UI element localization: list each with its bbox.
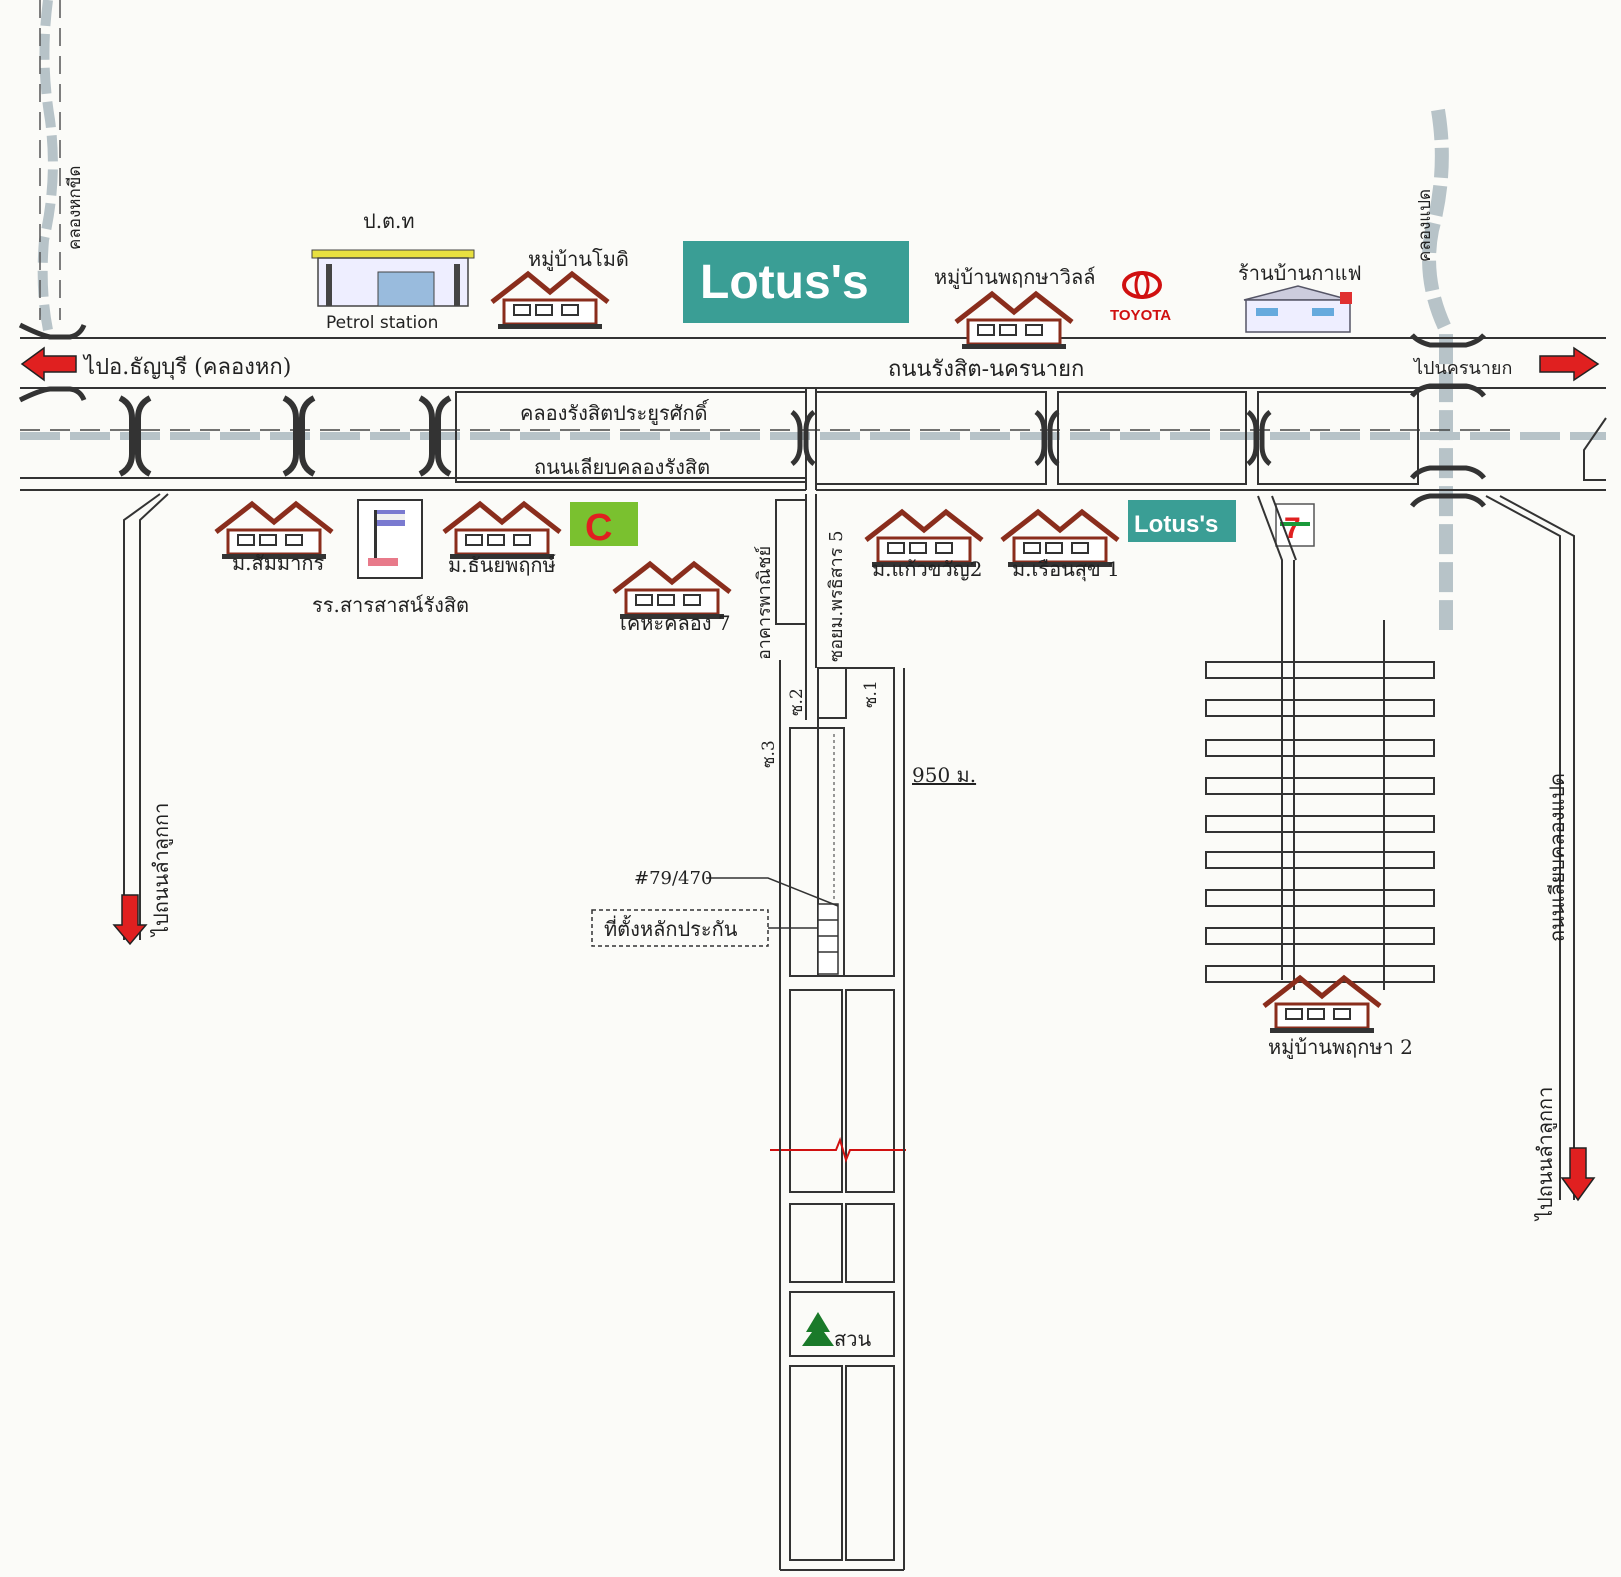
- svg-text:7: 7: [1284, 512, 1301, 545]
- v-thanya-label: ม.ธันยพฤกษ์: [448, 553, 556, 577]
- petrol-station-icon: [311, 249, 475, 307]
- tree-icon: [802, 1312, 834, 1346]
- distance-label: 950 ม.: [912, 763, 976, 787]
- main-road-label: ถนนรังสิต-นครนายก: [888, 357, 1084, 382]
- svg-text:Lotus's: Lotus's: [1134, 511, 1218, 538]
- coffee-shop-label: ร้านบ้านกาแฟ: [1238, 261, 1362, 285]
- soi-main-label: ซอยม.พรธิสาร 5: [826, 530, 847, 662]
- to-lamlukka-right-label: ไปถนนลำลูกกา: [1533, 1087, 1558, 1222]
- to-nakhonnayok-label: ไปนครนายก: [1412, 357, 1512, 379]
- coffee-shop-icon: [1243, 285, 1352, 333]
- side-road-label: ถนนเลียบคลองรังสิต: [534, 455, 710, 479]
- petrol-top-label: ป.ต.ท: [363, 209, 415, 233]
- soi3-label: ซ.3: [759, 740, 779, 768]
- lotus-big-logo: Lotus's: [683, 241, 909, 323]
- village-modi-house-icon: [492, 274, 608, 329]
- v-thanya-house-icon: [444, 504, 560, 559]
- v-kaewkwan-label: ม.แก้วขวัญ2: [872, 557, 982, 581]
- commercial-bldg-label: อาคารพาณิชย์: [754, 546, 775, 660]
- kheha-label: เคหะคลอง 7: [620, 611, 731, 635]
- v-pruksa2-house-icon: [1264, 978, 1380, 1033]
- village-modi-label: หมู่บ้านโมดิ: [528, 247, 629, 272]
- school-icon: [357, 499, 423, 579]
- arrow-left-thanyaburi: [20, 346, 77, 382]
- svg-text:Lotus's: Lotus's: [700, 256, 869, 309]
- canal-left: [37, 0, 58, 331]
- lotus-small-logo: Lotus's: [1128, 500, 1236, 542]
- petrol-bottom-label: Petrol station: [326, 313, 438, 333]
- commercial-building: [775, 499, 807, 625]
- to-thanyaburi-label: ไปอ.ธัญบุรี (คลองหก): [82, 354, 291, 380]
- svg-text:TOYOTA: TOYOTA: [1110, 307, 1171, 324]
- v-rueansuk-label: ม.เรือนสุข 1: [1012, 557, 1120, 582]
- collateral-label: ที่ตั้งหลักประกัน: [604, 915, 738, 941]
- bridge-right-canal: [1410, 465, 1486, 508]
- village-pruksa-ville-house-icon: [956, 294, 1072, 349]
- arrow-right-nakhonnayok: [1539, 346, 1600, 382]
- arrow-down-lamlukka-left: [112, 894, 148, 946]
- park-label: สวน: [834, 1327, 871, 1351]
- canal-right: [1422, 108, 1453, 630]
- collateral-marker: [817, 734, 839, 975]
- road-khlong8-label: ถนนเลียบคลองแปด: [1545, 773, 1569, 942]
- v-pruksa2-label: หมู่บ้านพฤกษา 2: [1268, 1035, 1413, 1060]
- school-label: รร.สารสาสน์รังสิต: [312, 593, 469, 617]
- seven-eleven-logo: 7: [1275, 503, 1315, 547]
- svg-text:C: C: [585, 507, 612, 549]
- bigc-logo: C: [570, 502, 638, 549]
- soi2-label: ซ.2: [787, 688, 807, 716]
- arrow-down-lamlukka-right: [1560, 1147, 1596, 1202]
- canal-left-label: คลองหกขีด: [65, 166, 85, 250]
- bridge-left-main: [18, 322, 87, 403]
- collateral-box: [591, 909, 769, 947]
- canal-right-label: คลองแปด: [1415, 189, 1435, 262]
- canal-rangsit-label: คลองรังสิตประยูรศักดิ์: [520, 398, 710, 426]
- pruksa2-grid: [1205, 560, 1435, 990]
- break-line: [770, 1136, 906, 1164]
- village-pruksa-ville-label: หมู่บ้านพฤกษาวิลล์: [934, 265, 1096, 290]
- v-sammakorn-label: ม.สัมมากร: [232, 551, 324, 575]
- park-block: [789, 1291, 895, 1357]
- soi1-label: ซ.1: [861, 680, 881, 708]
- toyota-logo: TOYOTA: [1110, 271, 1171, 324]
- address-no-label: #79/470: [634, 868, 712, 889]
- to-lamlukka-left-label: ไปถนนลำลูกกา: [149, 803, 174, 938]
